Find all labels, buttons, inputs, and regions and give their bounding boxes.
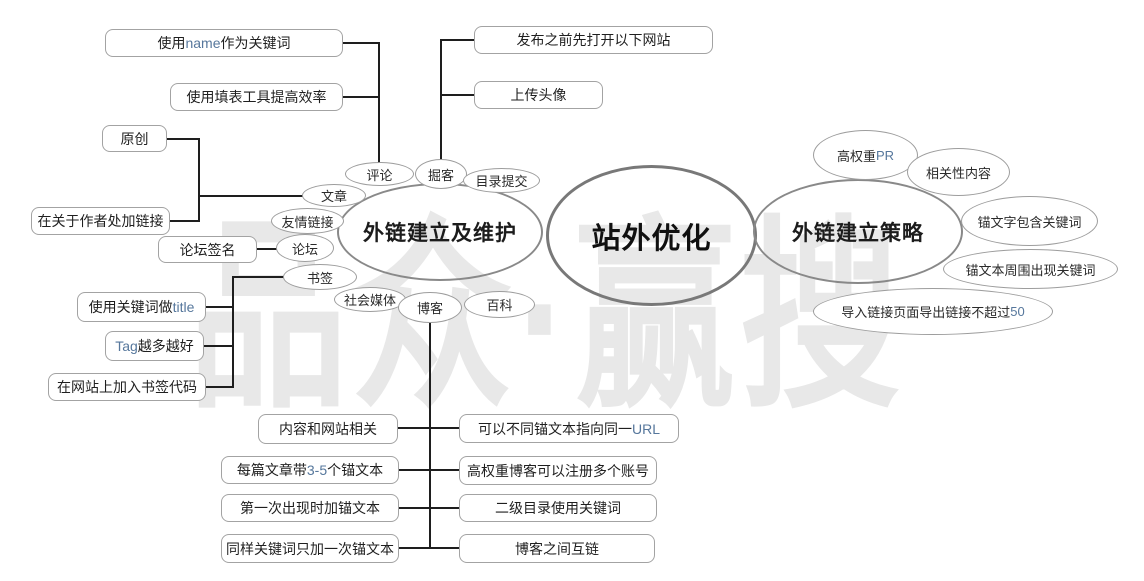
connector-line [206, 306, 233, 308]
note-first-anchor: 第一次出现时加锚文本 [221, 494, 399, 522]
connector-line [378, 42, 380, 163]
node-blog: 博客 [398, 292, 462, 323]
note-same-keyword-once: 同样关键词只加一次锚文本 [221, 534, 399, 563]
node-relevant-content: 相关性内容 [907, 148, 1010, 196]
connector-line [343, 42, 379, 44]
connector-line [441, 94, 474, 96]
node-wiki: 百科 [464, 291, 535, 318]
node-anchor-keyword: 锚文字包含关键词 [961, 196, 1098, 246]
note-diff-anchor-same-url: 可以不同锚文本指向同一 URL [459, 414, 679, 443]
connector-line [198, 138, 200, 222]
node-directory-submit: 目录提交 [463, 168, 540, 193]
connector-line [429, 322, 431, 549]
node-digg: 掘客 [415, 159, 467, 189]
connector-line [199, 195, 303, 197]
connector-line [440, 39, 442, 160]
connector-line [232, 276, 234, 388]
node-offsite-optimization-root: 站外优化 [546, 165, 757, 306]
node-social-media: 社会媒体 [334, 287, 406, 312]
connector-line [441, 39, 474, 41]
connector-line [233, 276, 284, 278]
node-article: 文章 [302, 184, 366, 207]
connector-line [398, 427, 459, 429]
note-blogs-interlink: 博客之间互链 [459, 534, 655, 563]
note-forum-signature: 论坛签名 [158, 236, 257, 263]
note-author-link: 在关于作者处加链接 [31, 207, 170, 235]
note-open-sites-first: 发布之前先打开以下网站 [474, 26, 713, 54]
connector-line [343, 96, 379, 98]
note-subdir-keyword: 二级目录使用关键词 [459, 494, 657, 522]
node-comment: 评论 [345, 162, 414, 186]
note-related-content: 内容和网站相关 [258, 414, 398, 444]
note-upload-avatar: 上传头像 [474, 81, 603, 109]
connector-line [399, 469, 459, 471]
note-original: 原创 [102, 125, 167, 152]
connector-line [167, 138, 199, 140]
connector-line [257, 248, 277, 250]
node-around-keyword: 锚文本周围出现关键词 [943, 249, 1118, 289]
connector-line [206, 386, 233, 388]
node-forum: 论坛 [276, 234, 334, 262]
node-friend-links: 友情链接 [271, 208, 344, 234]
note-multi-accounts: 高权重博客可以注册多个账号 [459, 456, 657, 485]
connector-line [399, 507, 459, 509]
connector-line [204, 345, 233, 347]
connector-line [399, 547, 459, 549]
note-bookmark-code: 在网站上加入书签代码 [48, 373, 206, 401]
connector-line [170, 220, 199, 222]
node-bookmarks: 书签 [283, 264, 357, 290]
note-keyword-title: 使用关键词做 title [77, 292, 206, 322]
node-link-building-maintenance: 外链建立及维护 [337, 183, 543, 281]
node-link-building-strategy: 外链建立策略 [753, 179, 963, 284]
note-form-tool: 使用填表工具提高效率 [170, 83, 343, 111]
